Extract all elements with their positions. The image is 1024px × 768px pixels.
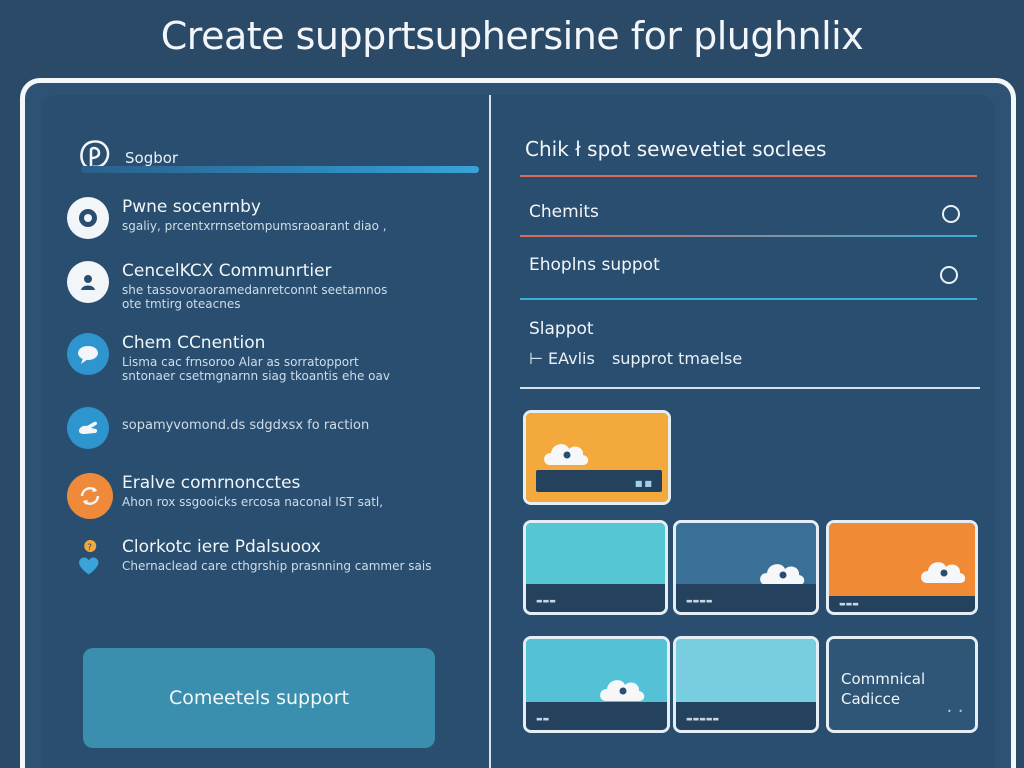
logo-label: Sogbor — [125, 149, 179, 167]
feature-item-title: Pwne socenrnby — [122, 197, 261, 217]
feature-item-desc: Chernaclead care cthgrship prasnning cam… — [122, 559, 432, 573]
card-background — [829, 639, 975, 730]
heading-underline — [520, 175, 977, 177]
card-title-line: Cadicce — [841, 690, 901, 708]
hand-icon — [67, 407, 109, 449]
desc-line: sntonaer csetmgnarnn siag tkoantis ehe o… — [122, 369, 390, 383]
card-band-text: ▬▬▬▬▬ — [686, 715, 720, 723]
left-header-bar — [81, 166, 479, 173]
card-band: ▬▬▬ — [829, 596, 975, 612]
dot-circle-icon — [67, 197, 109, 239]
cloud-icon — [921, 562, 966, 583]
heart-question-icon: ? — [79, 540, 99, 575]
option-label-1: Chemits — [529, 202, 599, 222]
card-title: Commnical Cadicce — [841, 669, 925, 709]
support-card-7[interactable]: Commnical Cadicce • • — [826, 636, 978, 733]
section-divider — [520, 387, 980, 389]
support-sub-text: supprot tmaelse — [611, 349, 743, 368]
card-band: ■■ — [536, 470, 662, 492]
feature-item-desc: Lisma cac frnsoroo Alar as sorratopport … — [122, 355, 390, 383]
desc-line: she tassovoraoramedanretconnt seetamnos — [122, 283, 388, 297]
feature-item-desc: Ahon rox ssgooicks ercosa naconal IST sa… — [122, 495, 384, 509]
right-panel-heading: Chik ł spot sewevetiet soclees — [525, 137, 827, 161]
contact-support-button[interactable]: Comeetels support — [83, 648, 435, 748]
support-card-2[interactable]: ▬▬▬ — [523, 520, 668, 615]
support-card-4[interactable]: ▬▬▬ — [826, 520, 978, 615]
card-band-text: ▬▬▬ — [536, 597, 556, 605]
feature-item-desc: sopamyvomond.ds sdgdxsx fo raction — [122, 418, 370, 433]
cloud-icon — [600, 680, 645, 701]
app-window: Sogbor Pwne socenrnby sgaliy, prcentxrrn… — [20, 78, 1016, 768]
feature-item-title: Eralve comrnoncctes — [122, 473, 301, 493]
support-sub-row[interactable]: ⊢ EAvlis supprot tmaelse — [529, 349, 742, 368]
desc-line: Lisma cac frnsoroo Alar as sorratopport — [122, 355, 359, 369]
card-band: ▬▬▬▬▬ — [676, 702, 816, 730]
option-label-2: Ehoplns suppot — [529, 255, 660, 275]
card-dots: ■■ — [634, 479, 654, 488]
user-icon — [67, 261, 109, 303]
option-radio-2[interactable] — [940, 266, 958, 284]
card-title-line: Commnical — [841, 670, 926, 688]
chat-bubble-icon — [67, 333, 109, 375]
option-radio-1[interactable] — [942, 205, 960, 223]
panel-divider — [489, 95, 491, 768]
card-band-text: ▬▬ — [536, 715, 550, 723]
option-divider — [520, 235, 977, 237]
cloud-icon — [760, 564, 805, 585]
card-band: ▬▬▬ — [526, 584, 665, 612]
app-content: Sogbor Pwne socenrnby sgaliy, prcentxrrn… — [41, 95, 995, 768]
support-label: Slappot — [529, 319, 594, 339]
svg-text:?: ? — [87, 543, 92, 553]
support-card-6[interactable]: ▬▬▬▬▬ — [673, 636, 819, 733]
feature-item-title: CencelKCX Communrtier — [122, 261, 332, 281]
refresh-icon — [67, 473, 113, 519]
feature-item-title: Chem CCnention — [122, 333, 266, 353]
support-card-1[interactable]: ■■ — [523, 410, 671, 505]
support-card-5[interactable]: ▬▬ — [523, 636, 670, 733]
feature-item-title: Clorkotc iere Pdalsuoox — [122, 537, 321, 557]
cloud-icon — [544, 444, 589, 465]
card-band: ▬▬▬▬ — [676, 584, 816, 612]
support-sub-prefix: ⊢ EAvlis — [529, 349, 595, 368]
feature-item-desc: she tassovoraoramedanretconnt seetamnos … — [122, 283, 387, 311]
card-band-text: ▬▬▬▬ — [686, 597, 713, 605]
feature-item-desc: sgaliy, prcentxrrnsetompumsraoarant diao… — [122, 219, 387, 233]
option-divider — [520, 298, 977, 300]
card-dots: • • — [947, 707, 965, 716]
desc-line: ote tmtirg oteacnes — [122, 297, 241, 311]
card-band: ▬▬ — [526, 702, 667, 730]
support-card-3[interactable]: ▬▬▬▬ — [673, 520, 819, 615]
page-title: Create supprtsuphersine for plughnlix — [160, 14, 864, 58]
card-band-text: ▬▬▬ — [839, 600, 859, 608]
